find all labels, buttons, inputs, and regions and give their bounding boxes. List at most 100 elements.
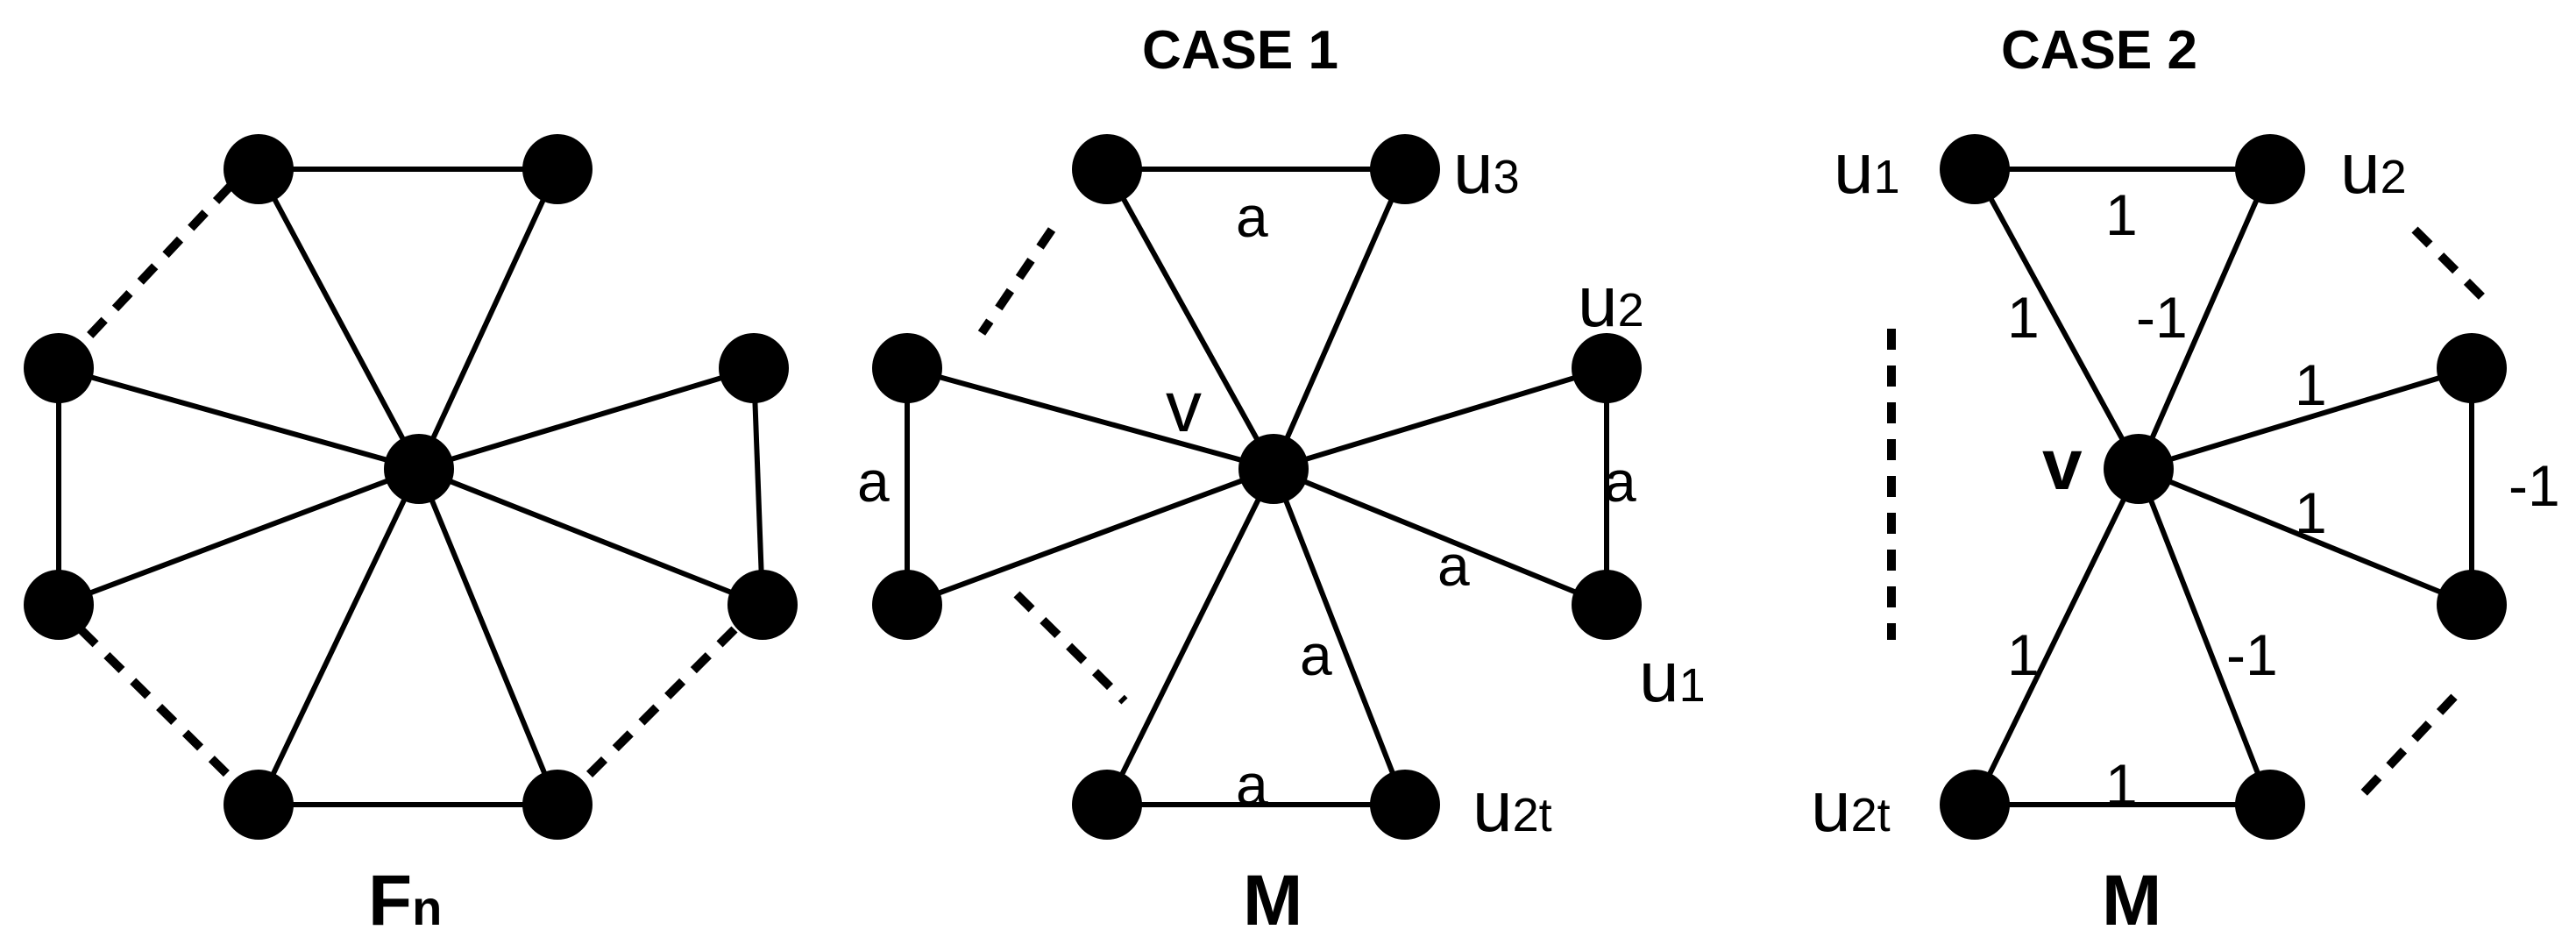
fn-node [224, 134, 294, 204]
case1-edge-label: a [1604, 449, 1636, 514]
case2-node-u1 [1940, 134, 2010, 204]
fn-caption: Fn [368, 861, 442, 940]
case1-label-u3-main: u [1453, 129, 1494, 209]
fn-node [24, 333, 94, 403]
case1-label-u2-main: u [1578, 262, 1618, 342]
case2-edge [1972, 467, 2141, 806]
case1-label-u1-main: u [1639, 637, 1679, 717]
case2-node [2437, 333, 2507, 403]
case2-label-u2t: u2t [1811, 767, 1891, 847]
fn-caption-main: F [368, 861, 412, 940]
case2-label-u2-main: u [2340, 129, 2381, 209]
case2-label-u1-main: u [1834, 129, 1874, 209]
fn-dashed-path [578, 626, 738, 785]
case1-label-u2: u2 [1578, 262, 1644, 342]
case1-label-u1: u1 [1639, 637, 1706, 717]
case1-edge-label: a [1236, 752, 1268, 817]
case1-edge [1273, 366, 1607, 472]
case1-edge [1104, 167, 1276, 471]
fn-node [522, 770, 593, 840]
case1-edge [905, 466, 1275, 607]
case2-label-u1: u1 [1834, 129, 1900, 209]
case1-edge-label: a [1300, 622, 1332, 687]
case1-edge-label: a [1437, 533, 1470, 598]
case1-edge [1104, 467, 1276, 806]
case1-center-node [1238, 434, 1309, 504]
case1-dashed-path [977, 227, 1056, 336]
case1-label-u2t-main: u [1473, 767, 1513, 847]
case2-node [2437, 570, 2507, 640]
case1-label-u2t: u2t [1473, 767, 1552, 847]
case2-edge-weight: -1 [2509, 453, 2560, 518]
case1-node-u1 [1572, 570, 1642, 640]
case2-center-label: v [2042, 425, 2083, 505]
fn-center-node [384, 434, 454, 504]
fn-dashed-path [77, 626, 238, 785]
case1-node-u3 [1370, 134, 1440, 204]
fn-node [24, 570, 94, 640]
case1-caption: M [1243, 861, 1302, 940]
case2-edge-weight: 1 [2007, 285, 2040, 350]
fn-node [719, 333, 789, 403]
fn-dashed-path [75, 182, 234, 351]
case2-edge-weight: 1 [2295, 352, 2327, 417]
fn-edge [256, 167, 422, 471]
case1-edge [906, 366, 1274, 472]
fn-edge [751, 367, 765, 606]
case1-edge-label: a [1236, 184, 1268, 249]
case1-node-u2 [1572, 333, 1642, 403]
fn-edge [416, 167, 560, 471]
case1-label-u1-sub: 1 [1679, 659, 1706, 712]
case2-dashed-path [2411, 226, 2491, 306]
case2-edge-weight: 1 [2295, 480, 2327, 545]
case1-node-u2t [1370, 770, 1440, 840]
case1-node [872, 333, 942, 403]
case1-graph: CASE 1 a a a a a a v [857, 20, 1706, 940]
case2-edge [2137, 466, 2473, 607]
case2-label-u2t-main: u [1811, 767, 1851, 847]
fn-edge [417, 466, 764, 607]
case2-edge-weight: -1 [2226, 622, 2278, 687]
fn-node [727, 570, 798, 640]
case2-edge-weight: 1 [2105, 182, 2138, 247]
case1-label-u2t-sub: 2t [1513, 789, 1552, 841]
fn-edge [58, 366, 420, 472]
case2-edge-weight: 1 [2105, 752, 2138, 817]
case2-edge [1972, 167, 2141, 471]
case1-label-u3: u3 [1453, 129, 1520, 209]
case2-edge [2136, 467, 2273, 806]
case2-edge [2136, 167, 2273, 471]
case1-node [1072, 134, 1142, 204]
case1-dashed-path [1013, 591, 1128, 705]
case2-center-node [2104, 434, 2174, 504]
fn-caption-sub: n [412, 880, 442, 935]
case2-node-u2 [2235, 134, 2305, 204]
case2-edge-weight: -1 [2136, 285, 2188, 350]
case2-graph: CASE 2 1 1 -1 1 -1 1 1 -1 1 v [1811, 20, 2560, 940]
case1-title: CASE 1 [1142, 20, 1338, 81]
case1-center-label: v [1166, 367, 1202, 447]
case2-dashed-path [2354, 693, 2458, 803]
fn-graph: Fn [24, 134, 798, 940]
case1-edge [1271, 167, 1408, 471]
case2-title: CASE 2 [2001, 20, 2197, 81]
case1-edge-label: a [857, 449, 890, 514]
case1-label-u3-sub: 3 [1494, 151, 1520, 203]
fn-edge [416, 467, 560, 806]
case2-node [2235, 770, 2305, 840]
fn-node [522, 134, 593, 204]
case1-node [872, 570, 942, 640]
case2-label-u1-sub: 1 [1874, 151, 1900, 203]
case2-label-u2: u2 [2340, 129, 2407, 209]
fn-edge [256, 467, 422, 806]
case1-node [1072, 770, 1142, 840]
case1-label-u2-sub: 2 [1618, 284, 1644, 337]
fn-edge [57, 466, 421, 607]
case2-edge-weight: 1 [2007, 622, 2040, 687]
case2-label-u2t-sub: 2t [1851, 789, 1891, 841]
case1-edge [1271, 467, 1408, 806]
fn-node [224, 770, 294, 840]
case2-node-u2t [1940, 770, 2010, 840]
fn-edge [418, 366, 755, 472]
